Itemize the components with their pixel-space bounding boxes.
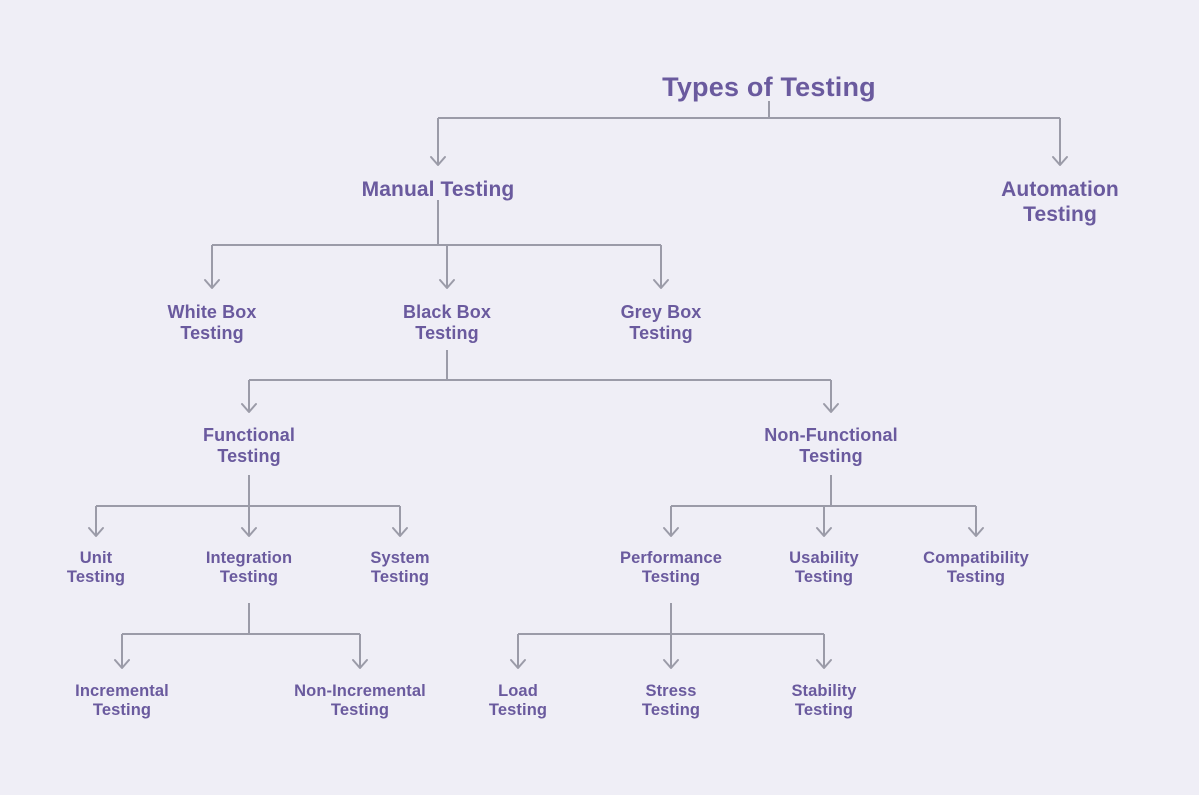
manual-split-arrowhead-1 (439, 279, 455, 289)
nonfunctional-split-arrowhead-1 (816, 527, 832, 537)
functional-split-arrowhead-0 (88, 527, 104, 537)
node-performance: Performance Testing (620, 549, 722, 587)
node-nonfunctional: Non-Functional Testing (764, 425, 898, 467)
blackbox-split-arrowhead-1 (823, 403, 839, 413)
functional-split-arrowhead-1 (241, 527, 257, 537)
manual-split-arrowhead-0 (204, 279, 220, 289)
nonfunctional-split-arrowhead-2 (968, 527, 984, 537)
node-incremental: Incremental Testing (75, 682, 169, 720)
functional-split-arrowhead-2 (392, 527, 408, 537)
node-automation: Automation Testing (1001, 178, 1119, 226)
node-whitebox: White Box Testing (167, 302, 257, 344)
node-manual: Manual Testing (361, 178, 515, 201)
node-root: Types of Testing (662, 72, 876, 102)
manual-split-arrowhead-2 (653, 279, 669, 289)
integration-split-arrowhead-1 (352, 659, 368, 669)
performance-split-arrowhead-1 (663, 659, 679, 669)
node-load: Load Testing (488, 682, 548, 720)
performance-split-arrowhead-2 (816, 659, 832, 669)
node-stability: Stability Testing (791, 682, 857, 720)
node-integration: Integration Testing (205, 549, 293, 587)
nonfunctional-split-arrowhead-0 (663, 527, 679, 537)
node-compatibility: Compatibility Testing (923, 549, 1029, 587)
node-blackbox: Black Box Testing (403, 302, 491, 344)
node-unit: Unit Testing (66, 549, 126, 587)
node-system: System Testing (370, 549, 430, 587)
node-stress: Stress Testing (641, 682, 701, 720)
integration-split-arrowhead-0 (114, 659, 130, 669)
node-usability: Usability Testing (789, 549, 859, 587)
root-split-arrowhead-0 (430, 156, 446, 166)
blackbox-split-arrowhead-0 (241, 403, 257, 413)
root-split-arrowhead-1 (1052, 156, 1068, 166)
node-functional: Functional Testing (203, 425, 295, 467)
node-nonincremental: Non-Incremental Testing (294, 682, 426, 720)
performance-split-arrowhead-0 (510, 659, 526, 669)
node-greybox: Grey Box Testing (620, 302, 702, 344)
